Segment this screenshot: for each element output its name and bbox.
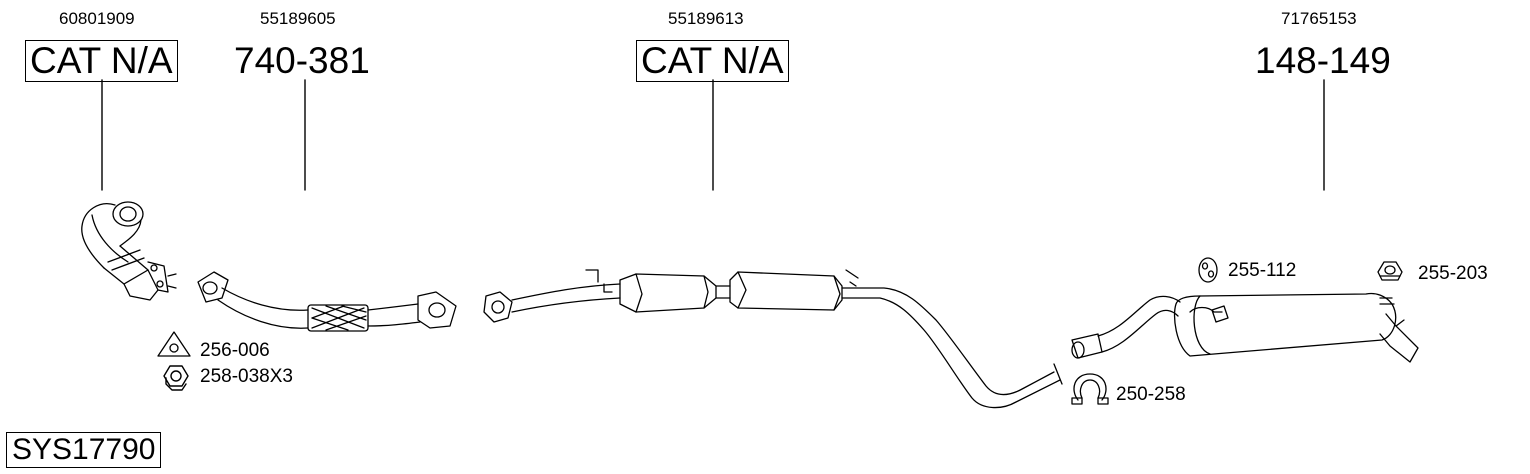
part-label-4[interactable]: 148-149 bbox=[1255, 40, 1391, 81]
rear-silencer-part bbox=[1071, 292, 1419, 363]
part-label-3[interactable]: CAT N/A bbox=[636, 40, 789, 82]
part-label-1[interactable]: CAT N/A bbox=[25, 40, 178, 82]
oem-number-1: 60801909 bbox=[59, 9, 135, 28]
front-pipe-part bbox=[197, 271, 457, 332]
accessory-code-hanger[interactable]: 255-203 bbox=[1418, 263, 1488, 284]
oem-number-2: 55189605 bbox=[260, 9, 336, 28]
oem-number-3: 55189613 bbox=[668, 9, 744, 28]
accessory-code-gasket[interactable]: 256-006 bbox=[200, 340, 270, 361]
leader-lines bbox=[101, 79, 1325, 191]
hanger-icon bbox=[1377, 261, 1403, 281]
system-code-box: SYS17790 bbox=[6, 432, 162, 468]
manifold-catalyst-part bbox=[81, 201, 177, 301]
rubber-ring-icon bbox=[1198, 257, 1218, 283]
gasket-icon bbox=[157, 331, 191, 357]
nut-icon bbox=[163, 365, 189, 391]
part-label-2[interactable]: 740-381 bbox=[234, 40, 370, 81]
accessory-code-clamp[interactable]: 250-258 bbox=[1116, 384, 1186, 405]
clamp-icon bbox=[1071, 373, 1109, 405]
middle-section-part bbox=[483, 269, 1063, 409]
oem-number-4: 71765153 bbox=[1281, 9, 1357, 28]
accessory-code-rubber-ring[interactable]: 255-112 bbox=[1228, 260, 1297, 281]
accessory-code-nut[interactable]: 258-038X3 bbox=[200, 366, 293, 387]
